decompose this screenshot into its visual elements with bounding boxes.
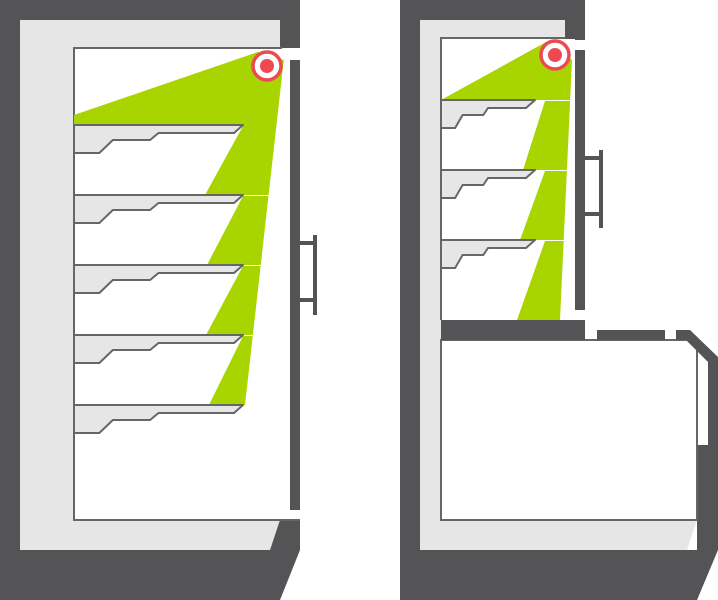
light-cone-segment	[206, 266, 261, 335]
divider	[441, 320, 585, 340]
shelf	[440, 239, 536, 269]
light-cone-segment	[209, 336, 253, 405]
light-sensor-icon	[539, 39, 571, 71]
light-cone-segment	[205, 126, 277, 195]
light-cone-top	[441, 42, 572, 100]
shelf	[440, 99, 536, 129]
light-cone	[74, 52, 284, 405]
fridge-with-lower-compartment	[400, 0, 718, 600]
light-cone-segment	[523, 101, 571, 170]
light-cone	[441, 42, 572, 320]
shelf	[73, 194, 244, 224]
shelf	[73, 334, 244, 364]
shelf	[73, 404, 244, 434]
light-cone-top	[74, 52, 284, 126]
shelves	[73, 124, 244, 434]
shelves	[440, 99, 536, 269]
light-cone-segment	[517, 241, 564, 320]
upper-door	[575, 50, 585, 310]
door-handle	[584, 150, 603, 228]
light-cone-segment	[520, 171, 567, 240]
lower-door-dashed-outline	[597, 330, 718, 445]
shelf	[73, 124, 244, 154]
shelf	[440, 169, 536, 199]
shelf	[73, 264, 244, 294]
door	[290, 60, 300, 510]
light-cone-segment	[207, 196, 269, 265]
light-sensor-icon	[251, 50, 283, 82]
lower-compartment	[440, 339, 698, 521]
single-door-fridge	[0, 0, 317, 600]
door-handle	[299, 235, 317, 315]
